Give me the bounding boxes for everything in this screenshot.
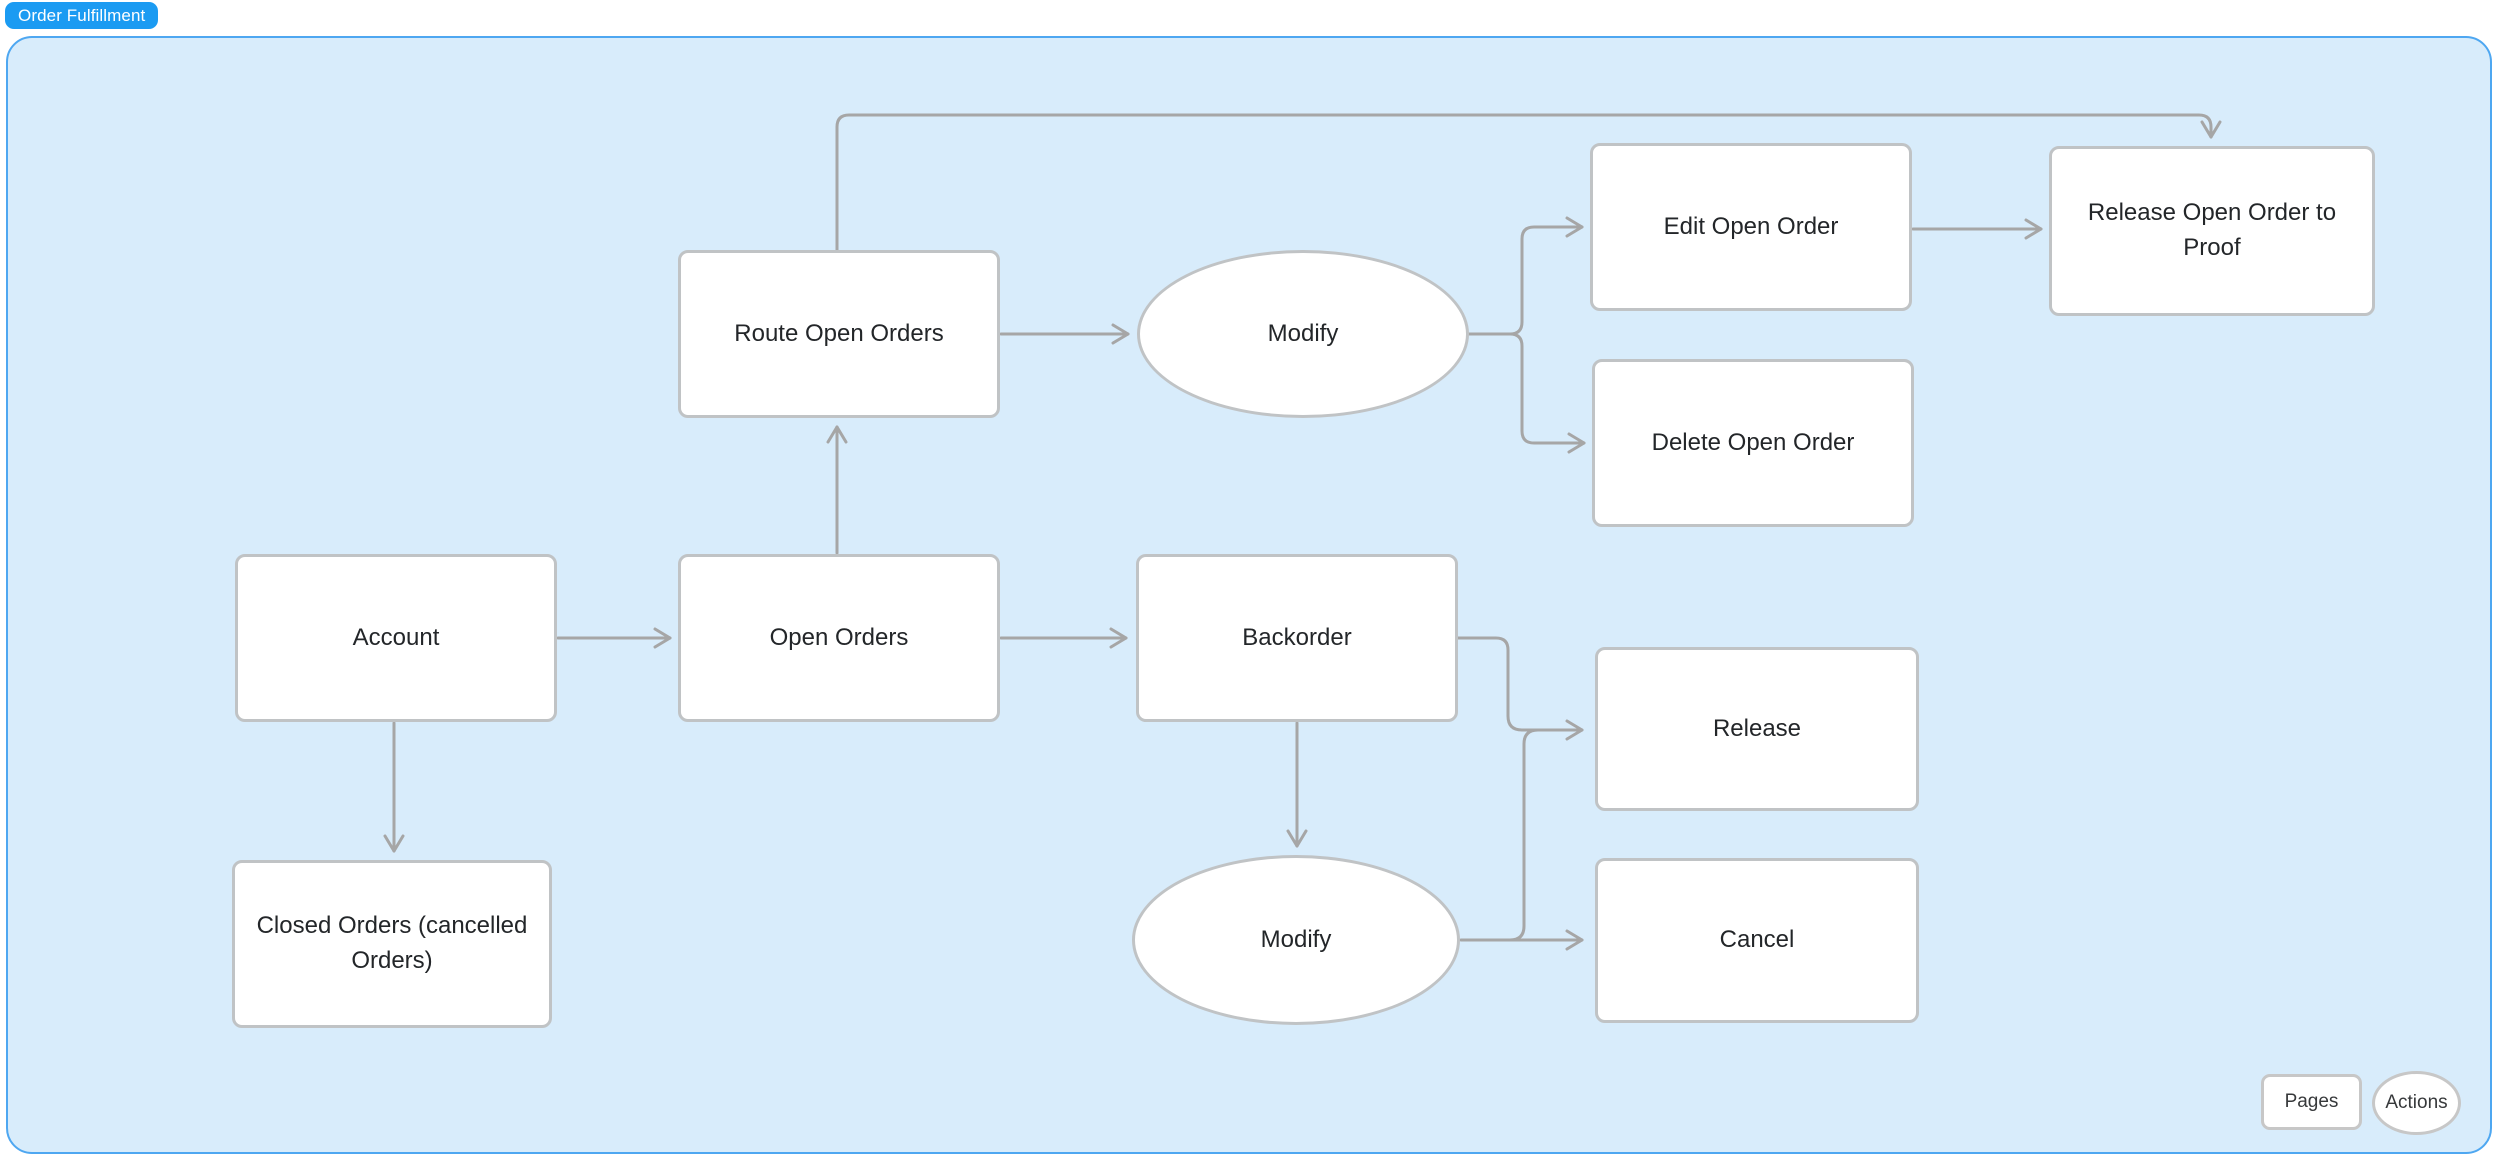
node-closed-orders[interactable]: Closed Orders (cancelled Orders) bbox=[232, 860, 552, 1028]
frame-title-badge[interactable]: Order Fulfillment bbox=[5, 2, 159, 29]
node-cancel-label: Cancel bbox=[1719, 926, 1795, 954]
node-delete-open-order-label: Delete Open Order bbox=[1651, 428, 1855, 456]
pages-button[interactable]: Pages bbox=[2261, 1074, 2362, 1130]
node-edit-open-order[interactable]: Edit Open Order bbox=[1590, 143, 1912, 311]
edge-backorder-to-release[interactable] bbox=[1456, 636, 1584, 741]
edge-route-open-orders-to-release-open-order-to-proof[interactable] bbox=[835, 113, 2222, 252]
frame-title-label: Order Fulfillment bbox=[18, 5, 146, 25]
node-delete-open-order[interactable]: Delete Open Order bbox=[1592, 359, 1914, 527]
node-open-orders[interactable]: Open Orders bbox=[678, 554, 1000, 722]
node-open-orders-label: Open Orders bbox=[769, 623, 909, 651]
node-release-label: Release bbox=[1712, 714, 1802, 742]
node-release-open-order-to-proof[interactable]: Release Open Order to Proof bbox=[2049, 146, 2375, 316]
actions-button-label: Actions bbox=[2385, 1092, 2448, 1113]
node-account-label: Account bbox=[352, 623, 440, 651]
node-modify-2[interactable]: Modify bbox=[1132, 855, 1460, 1025]
node-route-open-orders[interactable]: Route Open Orders bbox=[678, 250, 1000, 418]
node-cancel[interactable]: Cancel bbox=[1595, 858, 1919, 1023]
node-route-open-orders-label: Route Open Orders bbox=[734, 319, 944, 347]
node-release[interactable]: Release bbox=[1595, 647, 1919, 811]
edge-modify-2-to-release[interactable] bbox=[1508, 728, 1560, 942]
node-modify-1[interactable]: Modify bbox=[1137, 250, 1469, 418]
node-closed-orders-label: Closed Orders (cancelled Orders) bbox=[256, 912, 528, 974]
actions-button[interactable]: Actions bbox=[2372, 1071, 2461, 1135]
edge-modify-1-to-delete-open-order[interactable] bbox=[1508, 332, 1586, 454]
node-edit-open-order-label: Edit Open Order bbox=[1663, 212, 1839, 240]
node-release-open-order-to-proof-label: Release Open Order to Proof bbox=[2087, 199, 2337, 261]
node-modify-2-label: Modify bbox=[1260, 925, 1332, 953]
node-account[interactable]: Account bbox=[235, 554, 557, 722]
edge-modify-1-to-edit-open-order[interactable] bbox=[1467, 216, 1584, 336]
pages-button-label: Pages bbox=[2284, 1091, 2339, 1112]
node-modify-1-label: Modify bbox=[1267, 319, 1339, 347]
node-backorder[interactable]: Backorder bbox=[1136, 554, 1458, 722]
node-backorder-label: Backorder bbox=[1242, 623, 1352, 651]
